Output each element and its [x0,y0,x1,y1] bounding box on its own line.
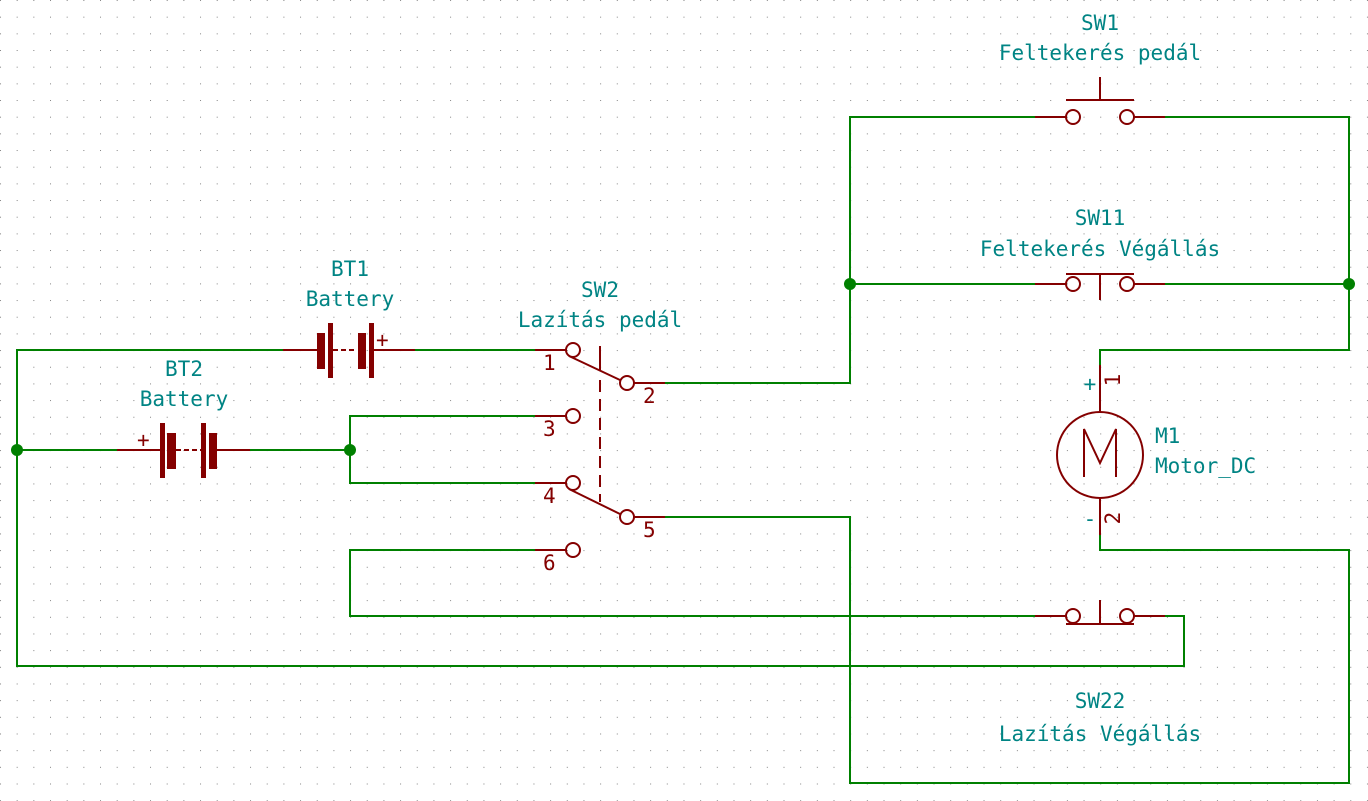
m1-value: Motor_DC [1155,454,1256,478]
wire-sw1-right[interactable] [1099,116,1350,366]
motor-m1[interactable]: 1 2 + - M1 Motor_DC [1056,365,1256,535]
bt2-reference: BT2 [165,357,203,381]
sw2-pin-1: 1 [543,351,556,375]
junctions [11,278,1355,456]
sw2-reference: SW2 [581,278,619,302]
bt2-plus-sign: + [137,428,150,452]
battery-bt1[interactable]: + BT1 Battery [283,257,415,378]
wire-sw2-6[interactable] [349,549,1036,617]
switch-sw1[interactable]: SW1 Feltekerés pedál [999,11,1201,125]
sw1-reference: SW1 [1081,11,1119,35]
sw2-value: Lazítás pedál [518,308,682,332]
junction-dot [11,444,23,456]
wires [16,116,1350,784]
m1-plus-sign: + [1084,372,1097,396]
wire-bt1-left[interactable] [16,349,1185,667]
bt1-plus-sign: + [376,328,389,352]
sw11-value: Feltekerés Végállás [980,237,1220,261]
junction-dot [1343,278,1355,290]
junction-dot [344,444,356,456]
sw2-pin-5: 5 [643,518,656,542]
m1-minus-sign: - [1084,507,1097,531]
wire-sw2-2[interactable] [664,116,1036,384]
sw2-pin-3: 3 [543,417,556,441]
sw22-reference: SW22 [1075,689,1126,713]
switch-sw22[interactable]: SW22 Lazítás Végállás [999,600,1201,746]
wire-sw2-5[interactable] [664,516,1350,784]
sw2-pin-4: 4 [543,484,556,508]
m1-reference: M1 [1155,424,1180,448]
m1-pin-1: 1 [1101,374,1125,387]
sw22-value: Lazítás Végállás [999,722,1201,746]
bt2-value: Battery [140,387,229,411]
switch-sw2[interactable]: 1 2 3 4 5 6 SW2 Lazítás pedál [518,278,682,575]
sw2-pin-6: 6 [543,551,556,575]
m1-pin-2: 2 [1101,512,1125,525]
battery-bt2[interactable]: + BT2 Battery [117,357,250,478]
sw1-value: Feltekerés pedál [999,41,1201,65]
junction-dot [844,278,856,290]
bt1-value: Battery [306,287,395,311]
sw2-pin-2: 2 [643,384,656,408]
sw11-reference: SW11 [1075,206,1126,230]
bt1-reference: BT1 [331,257,369,281]
switch-sw11[interactable]: SW11 Feltekerés Végállás [980,206,1220,300]
